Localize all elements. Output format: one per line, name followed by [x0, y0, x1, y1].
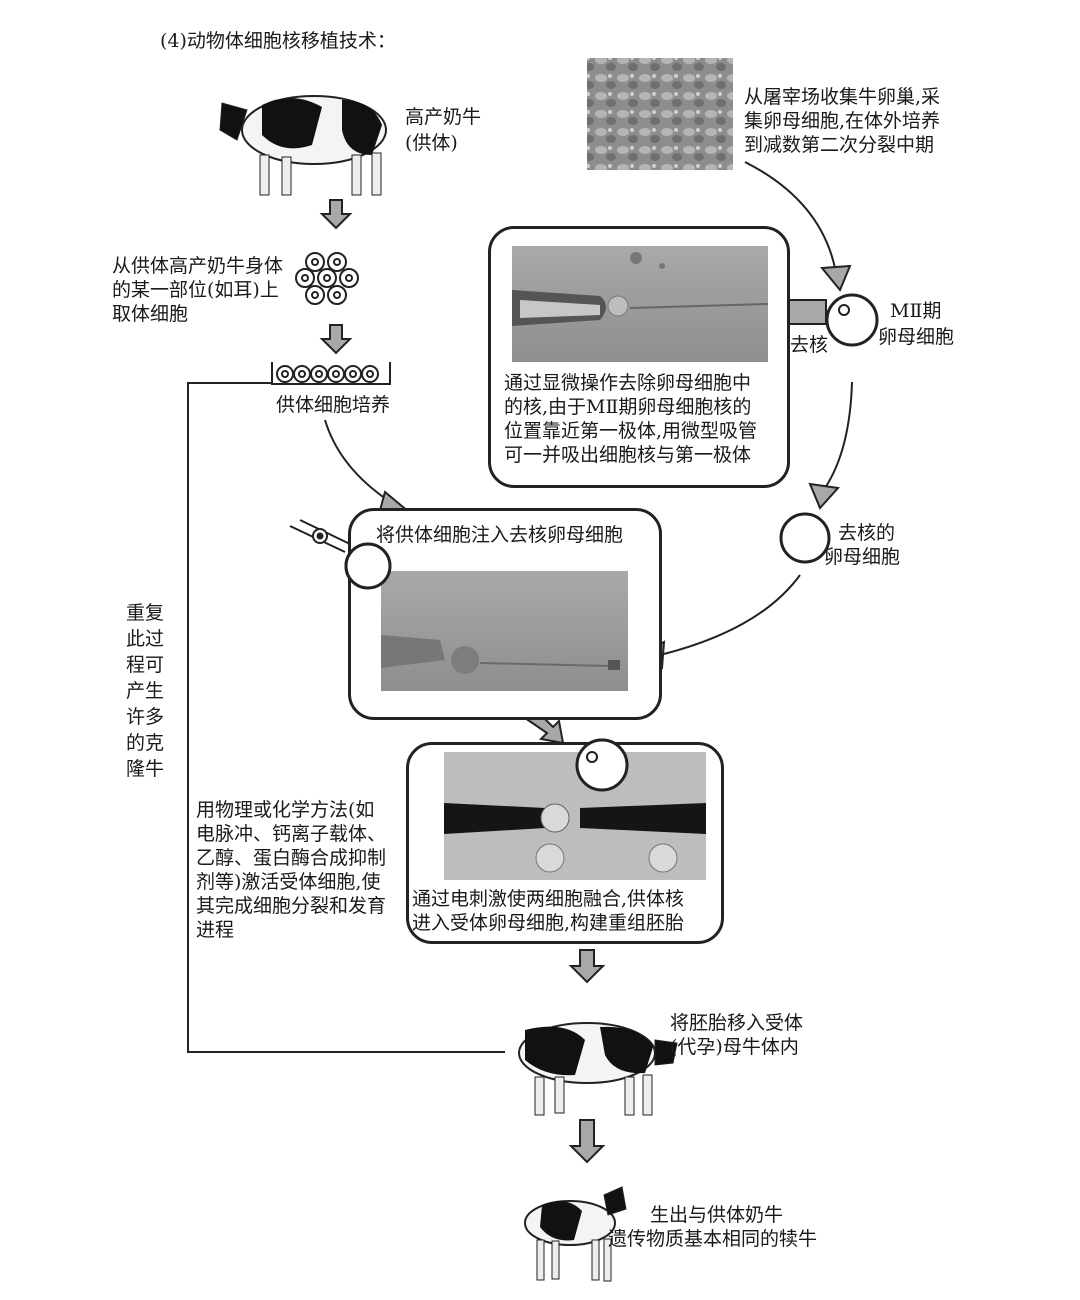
injection-pipette-icon — [289, 519, 351, 553]
recipient-text-1: 将胚胎移入受体 — [670, 1012, 804, 1034]
down-arrow-3 — [568, 949, 606, 984]
mii-label-2: 卵母细胞 — [878, 326, 955, 348]
donor-label-2: (供体) — [405, 132, 458, 154]
repeat-text-5: 许多 — [126, 706, 165, 728]
page-title: (4)动物体细胞核移植技术： — [160, 30, 396, 52]
micro-text-1: 通过显微操作去除卵母细胞中 — [504, 372, 752, 394]
enucleated-label-1: 去核的 — [838, 522, 896, 544]
repeat-text-1: 重复 — [126, 602, 165, 624]
activation-text-4: 剂等)激活受体细胞,使 — [196, 871, 381, 893]
body-cells-text-3: 取体细胞 — [112, 303, 189, 325]
culture-label: 供体细胞培养 — [276, 394, 391, 416]
mii-oocyte-cell — [825, 293, 879, 347]
ovary-text-3: 到减数第二次分裂中期 — [744, 134, 935, 156]
enucleate-label: 去核 — [790, 334, 829, 356]
recipient-text-2: (代孕)母牛体内 — [670, 1036, 799, 1058]
down-arrow-4 — [568, 1119, 606, 1164]
donor-cow-image — [219, 95, 387, 196]
repeat-text-4: 产生 — [126, 680, 165, 702]
activation-text-6: 进程 — [196, 919, 235, 941]
curve-enucleated-to-inject — [659, 574, 801, 656]
donor-label-1: 高产奶牛 — [405, 106, 482, 128]
micro-text-3: 位置靠近第一极体,用微型吸管 — [504, 420, 758, 442]
body-cells-text-2: 的某一部位(如耳)上 — [112, 279, 279, 301]
body-cells-text-1: 从供体高产奶牛身体 — [112, 255, 284, 277]
repeat-text-7: 隆牛 — [126, 758, 165, 780]
enucleated-oocyte-cell — [779, 512, 831, 564]
ovary-text-2: 集卵母细胞,在体外培养 — [744, 110, 941, 132]
repeat-text-6: 的克 — [126, 732, 165, 754]
repeat-text-3: 程可 — [126, 654, 165, 676]
ovary-text-1: 从屠宰场收集牛卵巢,采 — [744, 86, 941, 108]
offspring-text-1: 生出与供体奶牛 — [650, 1204, 784, 1226]
ovary-photo — [587, 58, 733, 170]
inject-title: 将供体细胞注入去核卵母细胞 — [376, 524, 624, 546]
recipient-cow-image — [518, 1022, 678, 1116]
fusion-text-2: 进入受体卵母细胞,构建重组胚胎 — [412, 912, 685, 934]
curve-ovary-to-mii — [744, 161, 836, 269]
culture-dish — [271, 362, 391, 385]
activation-text-3: 乙醇、蛋白酶合成抑制 — [196, 847, 387, 869]
offspring-text-2: 遗传物质基本相同的犊牛 — [608, 1228, 818, 1250]
down-arrow-1 — [319, 199, 353, 230]
down-arrow-2 — [319, 324, 353, 355]
micro-text-2: 的核,由于MⅡ期卵母细胞核的 — [504, 396, 752, 418]
enucleated-label-2: 卵母细胞 — [824, 546, 901, 568]
activation-text-2: 电脉冲、钙离子载体、 — [196, 823, 387, 845]
activation-text-1: 用物理或化学方法(如 — [196, 799, 375, 821]
repeat-loop-line — [187, 382, 505, 1053]
body-cell-cluster — [295, 252, 359, 305]
mii-label-1: MⅡ期 — [890, 300, 942, 322]
curve-mii-to-enucleated — [824, 381, 853, 489]
calf-image — [524, 1186, 627, 1282]
activation-text-5: 其完成细胞分裂和发育 — [196, 895, 387, 917]
repeat-text-2: 此过 — [126, 628, 165, 650]
fusion-text-1: 通过电刺激使两细胞融合,供体核 — [412, 888, 685, 910]
micro-text-4: 可一并吸出细胞核与第一极体 — [504, 444, 752, 466]
